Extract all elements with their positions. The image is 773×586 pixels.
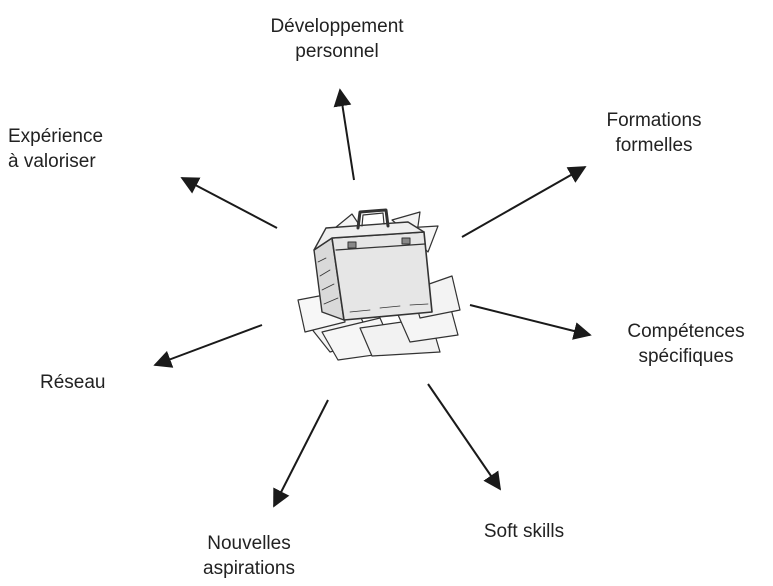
label-line: Développement bbox=[270, 16, 404, 37]
arrow-experience bbox=[180, 177, 278, 229]
label-experience: Expérience à valoriser bbox=[8, 124, 103, 174]
label-line: formelles bbox=[615, 135, 693, 156]
label-soft-skills: Soft skills bbox=[484, 519, 564, 544]
label-line: Formations bbox=[606, 110, 702, 131]
label-formations: Formations formelles bbox=[606, 108, 701, 158]
arrow-aspirations bbox=[273, 399, 329, 508]
label-line: Réseau bbox=[40, 372, 106, 393]
briefcase-with-papers-icon bbox=[297, 208, 461, 361]
label-reseau: Réseau bbox=[40, 370, 106, 395]
label-line: personnel bbox=[295, 41, 379, 62]
arrow-competences bbox=[469, 304, 592, 340]
label-line: Expérience bbox=[8, 126, 104, 147]
label-line: aspirations bbox=[203, 558, 295, 579]
label-line: Nouvelles bbox=[207, 533, 291, 554]
arrows bbox=[153, 88, 592, 508]
label-developpement: Développement personnel bbox=[270, 14, 403, 64]
arrow-formations bbox=[461, 166, 587, 238]
arrow-developpement bbox=[333, 88, 355, 181]
arrow-soft-skills bbox=[427, 383, 502, 491]
label-aspirations: Nouvelles aspirations bbox=[203, 531, 295, 581]
label-line: à valoriser bbox=[8, 151, 96, 172]
label-line: spécifiques bbox=[638, 346, 734, 367]
label-line: Compétences bbox=[627, 321, 745, 342]
arrow-reseau bbox=[153, 324, 263, 368]
label-line: Soft skills bbox=[483, 521, 565, 542]
label-competences: Compétences spécifiques bbox=[627, 319, 744, 369]
